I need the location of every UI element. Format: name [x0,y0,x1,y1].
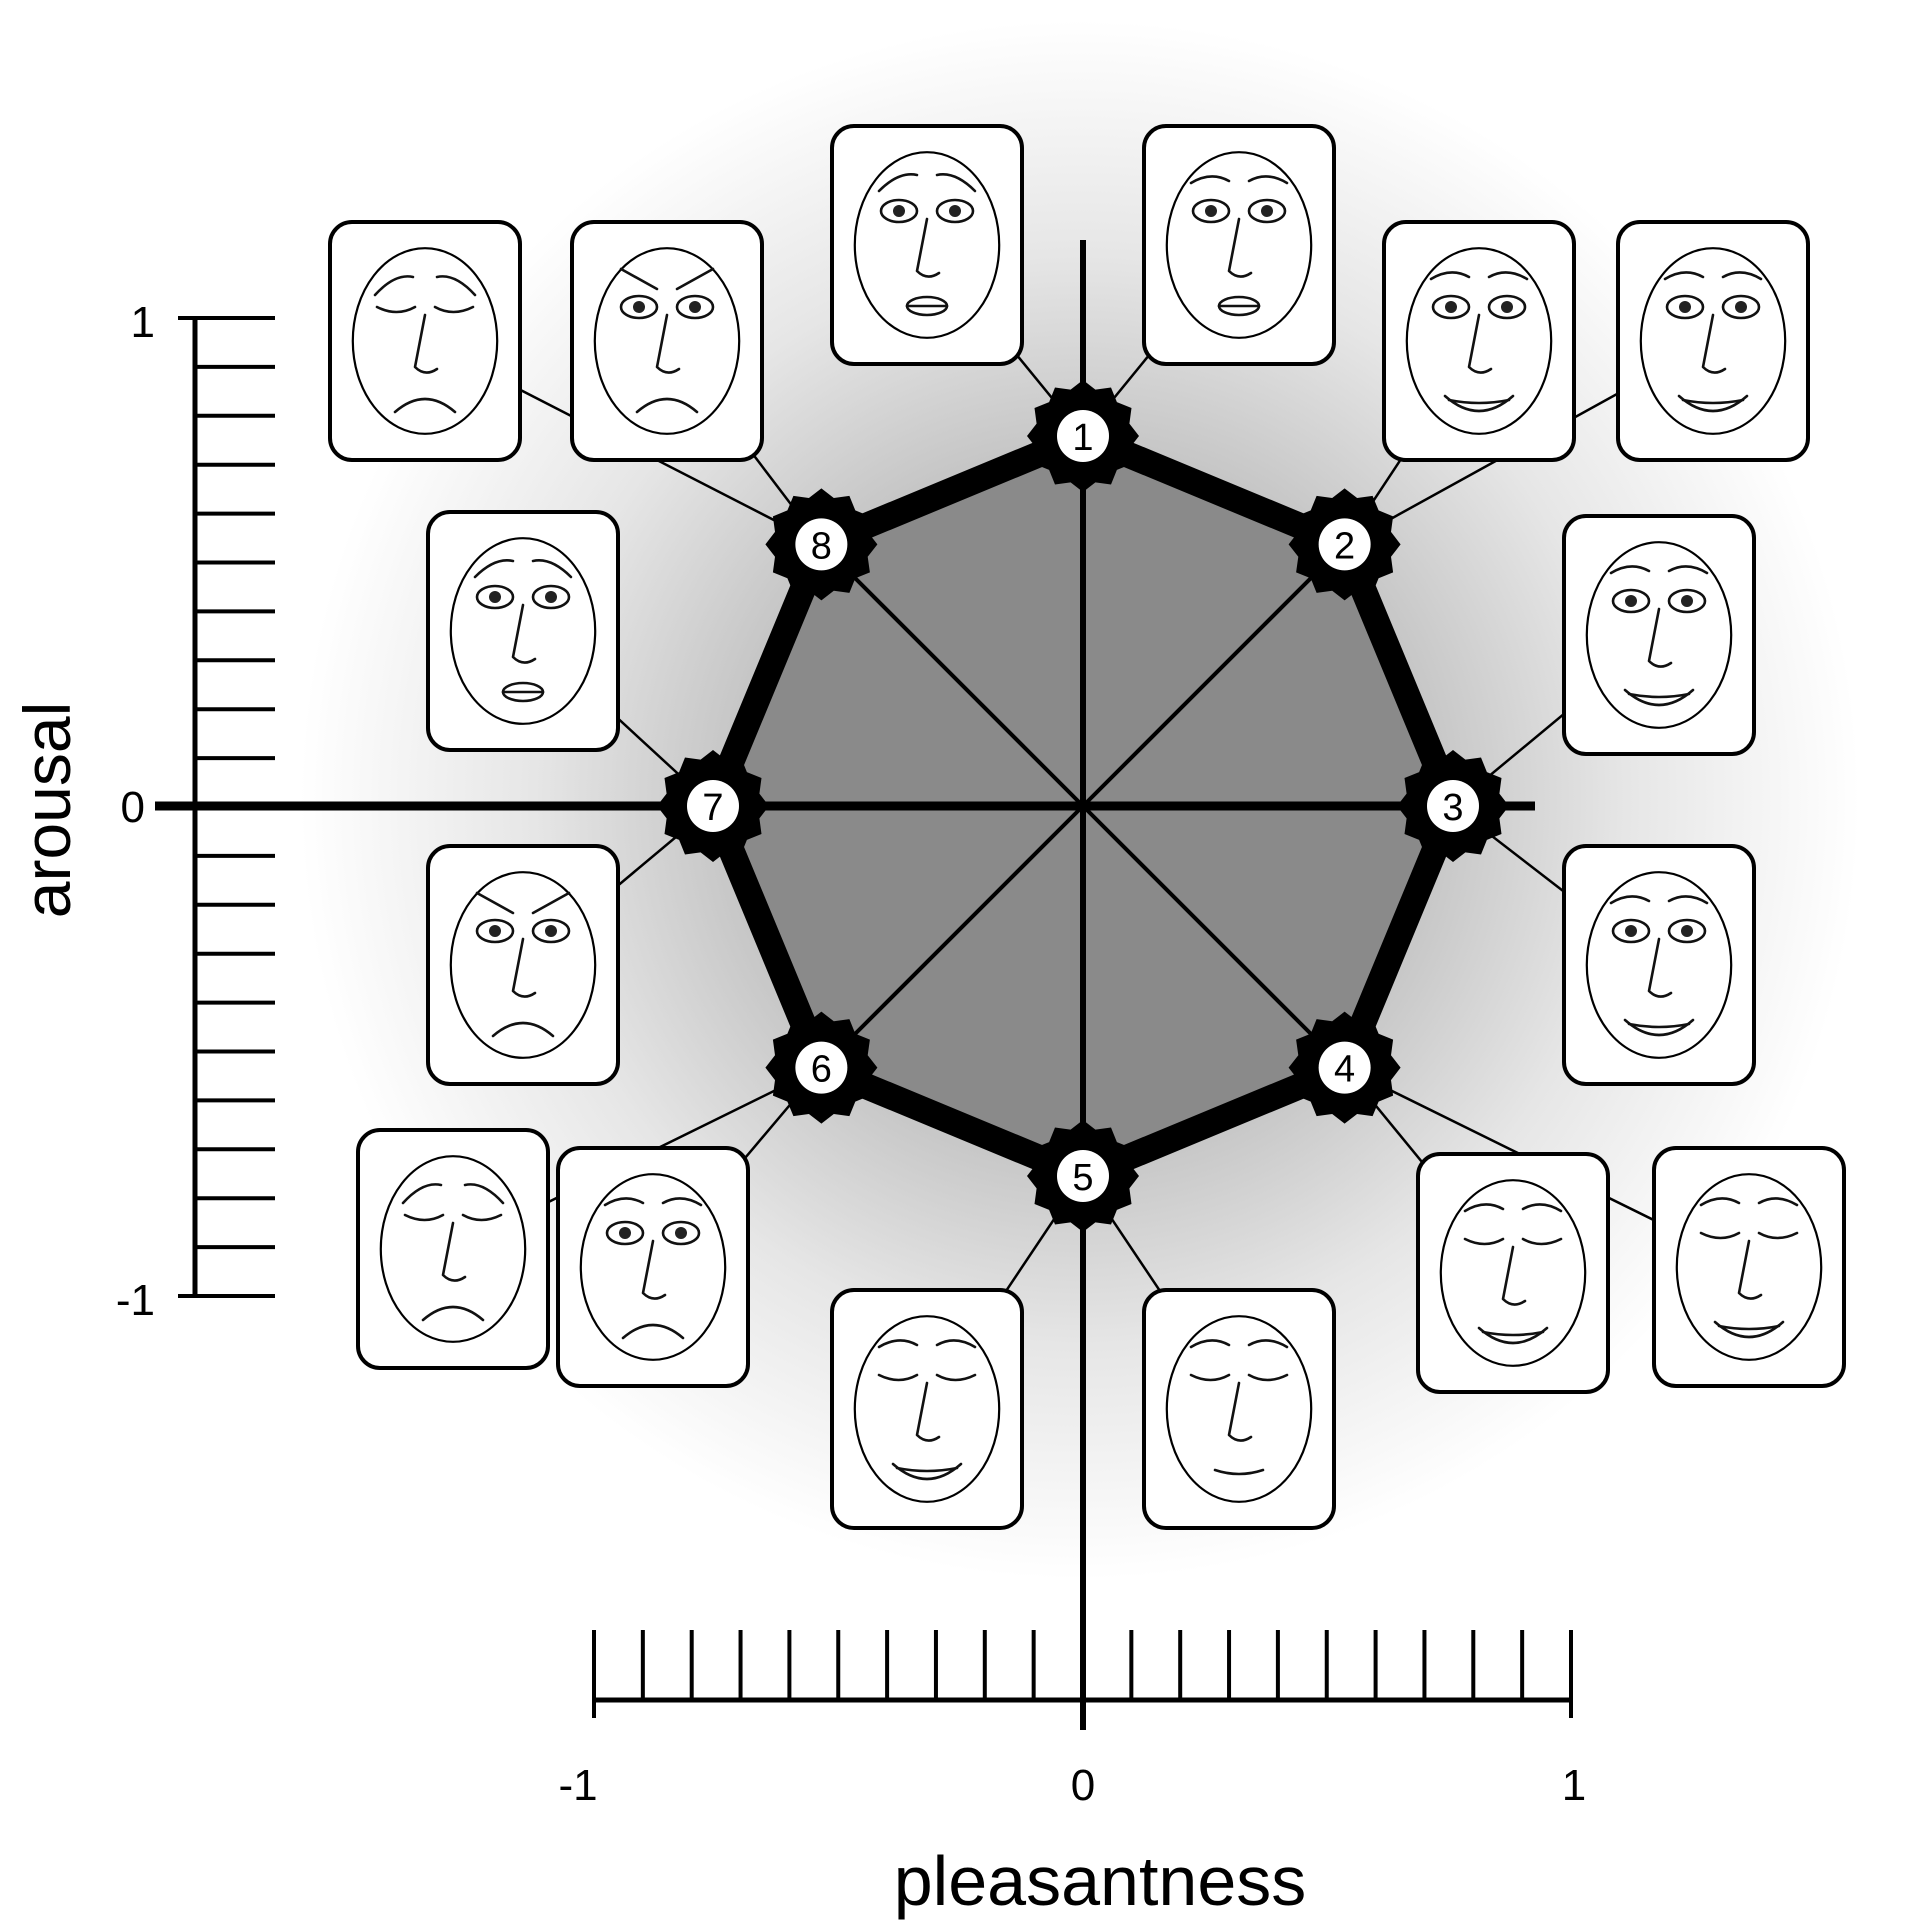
x-axis-title: pleasantness [894,1842,1307,1920]
calm-face-icon [1652,1146,1846,1388]
relaxed-face-icon [830,1288,1024,1530]
worried-face-icon [830,124,1024,366]
face-outline [449,537,597,725]
face-card-frame [1142,124,1336,366]
face-card-frame [328,220,522,462]
face-outline [853,1315,1001,1503]
face-card-frame [830,124,1024,366]
node-number: 7 [702,787,723,829]
face-card-frame [1416,1152,1610,1394]
anxious-face-icon [426,510,620,752]
face-outline [1165,151,1313,339]
face-card-frame [556,1146,750,1388]
circumplex-nodes: 1 2 3 4 5 6 7 8 [657,380,1509,1232]
face-outline [579,1173,727,1361]
node-center [1318,518,1371,571]
node-number: 6 [811,1049,832,1091]
bored-face-icon [556,1146,750,1388]
face-card-frame [1142,1288,1336,1530]
pleasantness-scale [592,1630,1573,1718]
y-tick-label-bottom: -1 [116,1276,155,1325]
node-center [687,780,739,832]
node-center [1057,410,1109,462]
tense-face-icon [1142,124,1336,366]
face-outline [1405,247,1553,435]
face-outline [593,247,741,435]
node-6: 6 [765,1011,878,1124]
node-center [1427,780,1479,832]
face-outline [853,151,1001,339]
node-number: 8 [811,525,832,567]
x-tick-label-left: -1 [558,1761,597,1810]
spoke-8 [819,542,1085,808]
node-center [1318,1041,1371,1094]
node-center [1057,1150,1109,1202]
spoke-6 [819,804,1085,1070]
elated-face-icon [1616,220,1810,462]
face-card-frame [426,844,620,1086]
face-outline [351,247,499,435]
arousal-scale [178,316,275,1298]
face-card-frame [570,220,764,462]
node-3: 3 [1397,750,1509,862]
angry-face-icon [570,220,764,462]
node-center [795,518,848,571]
annoyed-face-icon [426,844,620,1086]
x-tick-label-right: 1 [1562,1761,1586,1810]
face-outline [1639,247,1787,435]
face-outline [379,1155,527,1343]
excited-face-icon [1382,220,1576,462]
node-7: 7 [657,750,769,862]
happy-face-icon [1562,514,1756,756]
node-number: 1 [1072,417,1093,459]
face-card-frame [426,510,620,752]
sad-face-icon [356,1128,550,1370]
sleepy-face-icon [1142,1288,1336,1530]
face-card-frame [1616,220,1810,462]
pleased-face-icon [1562,844,1756,1086]
face-outline [449,871,597,1059]
node-number: 2 [1334,525,1355,567]
face-card-frame [1562,844,1756,1086]
face-card-frame [830,1288,1024,1530]
face-outline [1165,1315,1313,1503]
spoke-4 [1081,804,1347,1070]
node-2: 2 [1288,488,1401,601]
content-face-icon [1416,1152,1610,1394]
node-number: 5 [1072,1157,1093,1199]
node-center [795,1041,848,1094]
node-4: 4 [1288,1011,1401,1124]
face-card-frame [1652,1146,1846,1388]
x-tick-label-mid: 0 [1071,1761,1095,1810]
y-axis-title: arousal [10,702,84,918]
node-number: 4 [1334,1049,1355,1091]
face-outline [1585,871,1733,1059]
face-outline [1675,1173,1823,1361]
y-tick-label-top: 1 [131,298,155,347]
face-card-frame [1382,220,1576,462]
distressed-face-icon [328,220,522,462]
node-1: 1 [1027,380,1139,492]
y-tick-label-mid: 0 [121,783,145,832]
face-outline [1585,541,1733,729]
node-number: 3 [1442,787,1463,829]
spoke-2 [1081,542,1347,808]
node-8: 8 [765,488,878,601]
face-outline [1439,1179,1587,1367]
face-cards [328,124,1846,1530]
face-card-frame [356,1128,550,1370]
node-5: 5 [1027,1120,1139,1232]
face-card-frame [1562,514,1756,756]
